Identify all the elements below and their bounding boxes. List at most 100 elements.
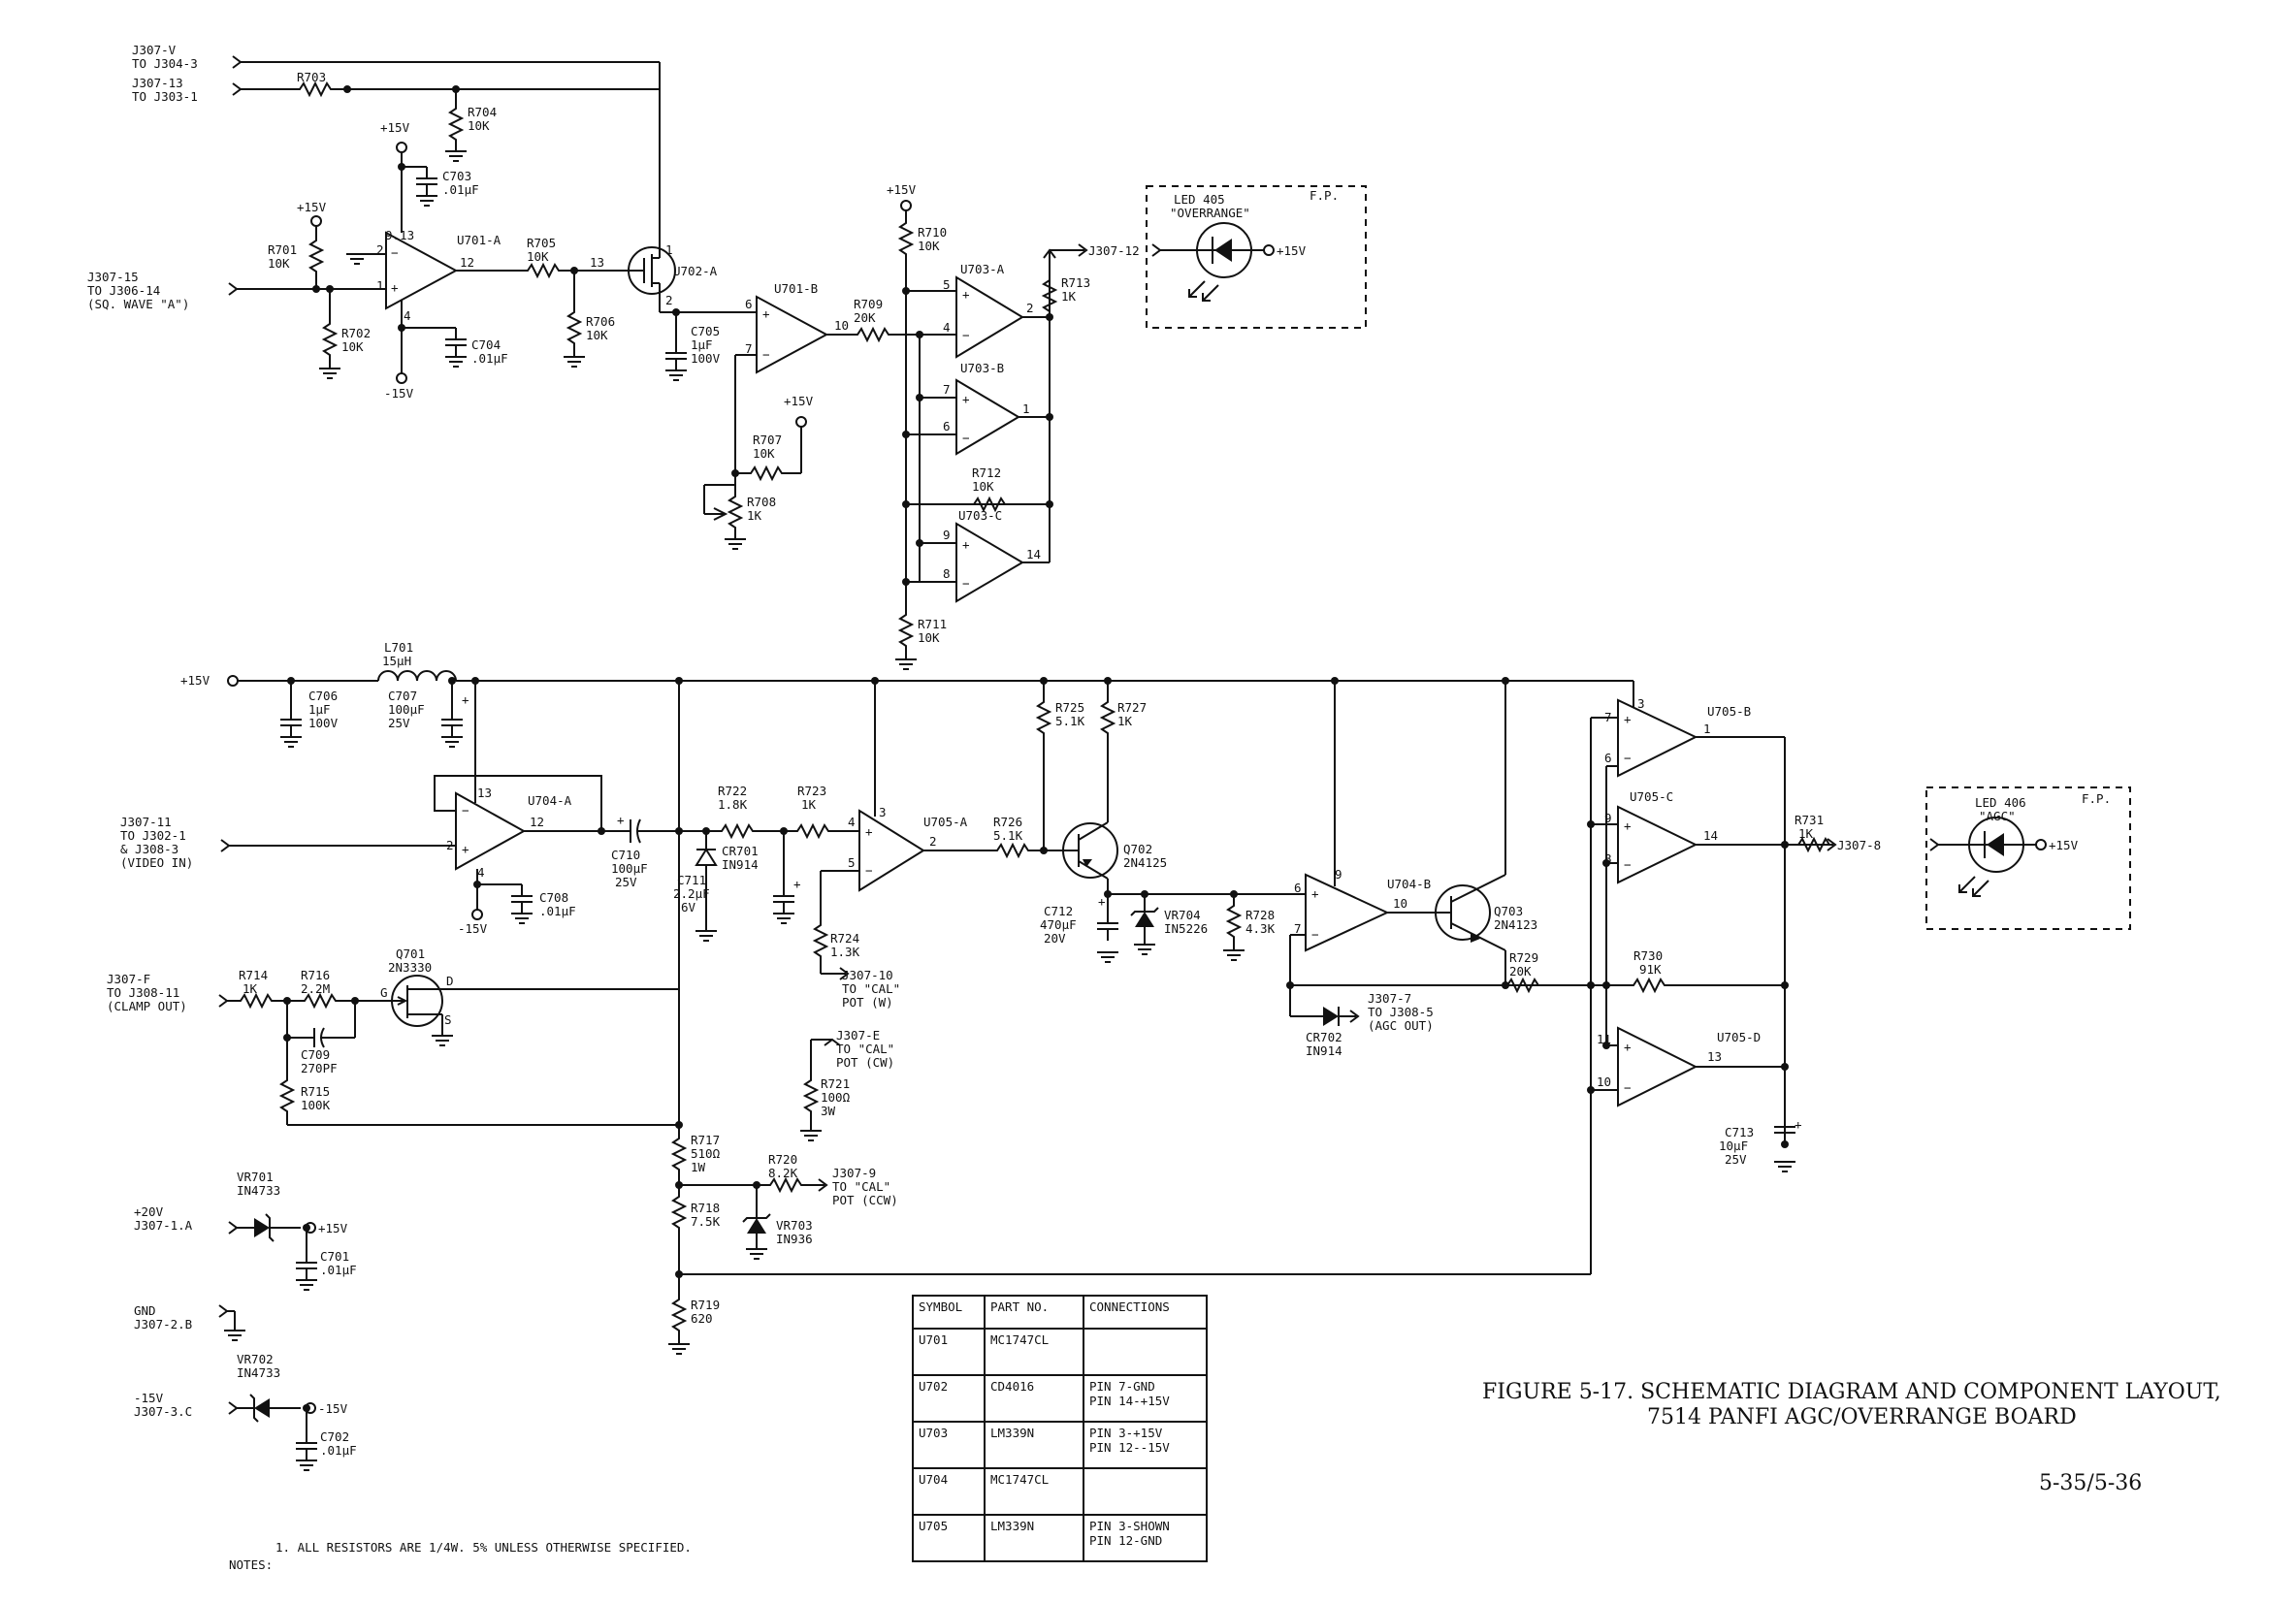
vr703-type: IN936 <box>776 1232 813 1246</box>
cal-w-1: TO "CAL" <box>842 981 900 996</box>
u705d-pin10: 10 <box>1597 1075 1611 1089</box>
j307-10-label: J307-10 <box>842 968 893 982</box>
led406-frontpanel-box <box>1925 786 2131 930</box>
r725-value: 5.1K <box>1055 714 1085 728</box>
c713-value: 10µF <box>1719 1139 1748 1153</box>
r731-label: R731 <box>1795 813 1824 827</box>
vr701-type: IN4733 <box>237 1183 280 1198</box>
c703-value: .01µF <box>442 182 479 197</box>
m15v-u701a: -15V <box>384 386 414 401</box>
table-row: U703 LM339N PIN 3-+15V PIN 12--15V <box>912 1421 1208 1469</box>
u704b-pin10: 10 <box>1393 896 1407 911</box>
u705a-comparator <box>858 809 925 892</box>
c712-label: C712 <box>1044 904 1073 918</box>
r708-label: R708 <box>747 495 776 509</box>
u704b-label: U704-B <box>1387 877 1431 891</box>
r724-value: 1.3K <box>830 945 860 959</box>
vr701-label: VR701 <box>237 1170 274 1184</box>
row-symbol: U705 <box>912 1514 986 1562</box>
r701-value: 10K <box>268 256 290 271</box>
r710-value: 10K <box>918 239 940 253</box>
led406-label: LED 406 <box>1975 795 2026 810</box>
j306-14-label: TO J306-14 <box>87 283 160 298</box>
r724-label: R724 <box>830 931 859 946</box>
u703b-pin6: 6 <box>943 419 951 433</box>
row-part: MC1747CL <box>984 1328 1084 1376</box>
j307-13-arrow <box>232 82 243 96</box>
u705d-label: U705-D <box>1717 1030 1761 1044</box>
r725-label: R725 <box>1055 700 1084 715</box>
top-section: J307-V TO J304-3 J307-13 TO J303-1 R703 … <box>87 43 1367 670</box>
r714-label: R714 <box>239 968 268 982</box>
u701a-pin1: 1 <box>376 278 384 293</box>
c707-voltage: 25V <box>388 716 410 730</box>
r723-value: 1K <box>801 797 817 812</box>
j307-2b-label: J307-2.B <box>134 1317 192 1331</box>
c710-label: C710 <box>611 848 640 862</box>
u704a-pin12: 12 <box>530 815 544 829</box>
notes-heading: NOTES: <box>229 1557 273 1572</box>
svg-text:−: − <box>1311 927 1319 942</box>
p15v-led405: +15V <box>1277 243 1307 258</box>
svg-text:−: − <box>1624 857 1632 872</box>
u702a-label: U702-A <box>673 264 718 278</box>
c709-value: 270PF <box>301 1061 338 1075</box>
u703b-pin7: 7 <box>943 382 951 397</box>
p15v-r710: +15V <box>887 182 917 197</box>
c704-value: .01µF <box>471 351 508 366</box>
led405-fp: F.P. <box>1310 188 1339 203</box>
r714-value: 1K <box>243 981 258 996</box>
u703c-pin8: 8 <box>943 566 951 581</box>
u703c-comparator <box>955 522 1024 603</box>
r711-label: R711 <box>918 617 947 631</box>
u704a-pin4: 4 <box>477 865 485 880</box>
r712-value: 10K <box>972 479 994 494</box>
svg-text:+: + <box>1624 712 1632 726</box>
svg-text:−: − <box>462 803 469 818</box>
agc-out-label: (AGC OUT) <box>1368 1018 1434 1033</box>
svg-text:+: + <box>793 877 801 891</box>
c705-voltage: 100V <box>691 351 721 366</box>
m15v-vr702: -15V <box>318 1401 348 1416</box>
u705b-comparator <box>1617 698 1698 778</box>
svg-text:−: − <box>762 347 770 362</box>
j307-11-label: J307-11 <box>120 815 172 829</box>
led406-fp: F.P. <box>2082 791 2111 806</box>
row-symbol: U703 <box>912 1421 986 1469</box>
c703-label: C703 <box>442 169 471 183</box>
u705c-pin14: 14 <box>1703 828 1718 843</box>
r701-label: R701 <box>268 242 297 257</box>
svg-text:−: − <box>865 863 873 878</box>
u704a-opamp <box>455 791 527 871</box>
r715-label: R715 <box>301 1084 330 1099</box>
u705b-pin1: 1 <box>1703 722 1711 736</box>
u704b-pin9: 9 <box>1335 867 1342 882</box>
u701a-pin4: 4 <box>404 308 411 323</box>
c708-label: C708 <box>539 890 568 905</box>
svg-text:+: + <box>1795 1117 1802 1132</box>
u705c-pin8: 8 <box>1604 851 1612 866</box>
sq-wave-label: (SQ. WAVE "A") <box>87 297 189 311</box>
c713-label: C713 <box>1725 1125 1754 1139</box>
u705a-pin5: 5 <box>848 855 856 870</box>
u703b-comparator <box>955 378 1020 456</box>
c708-value: .01µF <box>539 904 576 918</box>
row-part: CD4016 <box>984 1374 1084 1423</box>
p15v-main-rail: +15V <box>180 673 210 688</box>
svg-text:−: − <box>962 328 970 342</box>
j307v-arrow <box>232 55 243 69</box>
m15v-u704a: -15V <box>458 921 488 936</box>
c711-voltage: 6V <box>681 900 696 914</box>
r715-value: 100K <box>301 1098 331 1112</box>
r703-label: R703 <box>297 70 326 84</box>
r707-label: R707 <box>753 433 782 447</box>
j307-3c-label: J307-3.C <box>134 1404 192 1419</box>
r712-label: R712 <box>972 465 1001 480</box>
r706-label: R706 <box>586 314 615 329</box>
svg-text:+: + <box>462 692 469 707</box>
j307-15-label: J307-15 <box>87 270 139 284</box>
cr702-type: IN914 <box>1306 1043 1342 1058</box>
r719-value: 620 <box>691 1311 713 1326</box>
c713-voltage: 25V <box>1725 1152 1747 1167</box>
j302-1-label: TO J302-1 <box>120 828 186 843</box>
